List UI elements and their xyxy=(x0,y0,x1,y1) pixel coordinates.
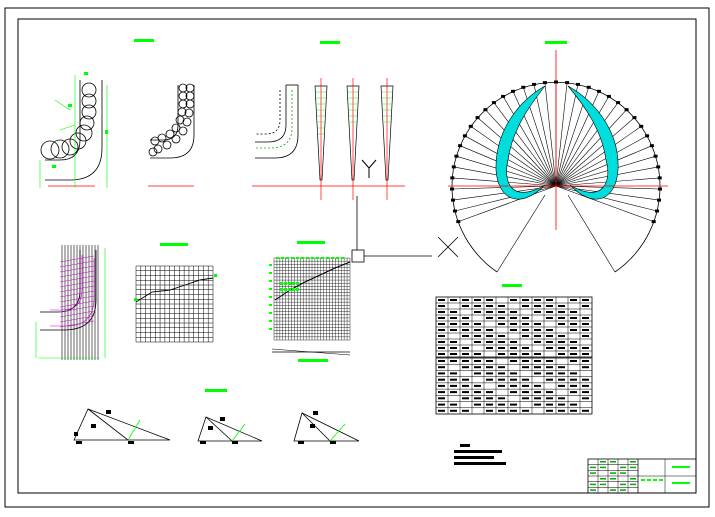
elbow-hatched-view xyxy=(35,245,106,360)
section-title-markers xyxy=(134,39,567,392)
y-tag-symbol xyxy=(361,159,377,178)
inner-border xyxy=(17,18,697,494)
detail-leader xyxy=(351,196,459,263)
elbow-view-2 xyxy=(148,83,195,187)
data-table-lower xyxy=(435,357,593,415)
title-block xyxy=(587,458,697,494)
triangle-markers xyxy=(74,410,336,444)
data-table-upper xyxy=(435,296,593,358)
grid-chart-2 xyxy=(269,257,351,356)
grid-chart-1 xyxy=(134,265,217,343)
taper-segments xyxy=(314,78,394,200)
triangle-views xyxy=(73,408,360,442)
elbow-view-1 xyxy=(39,75,108,188)
fan-development-view xyxy=(448,50,668,273)
fan-right-blade xyxy=(567,85,619,200)
notes-block xyxy=(454,444,506,465)
taper-hatch xyxy=(316,91,392,135)
fan-left-blade xyxy=(495,85,546,200)
magenta-hatch xyxy=(59,255,95,328)
elbow-profile-view xyxy=(252,84,405,187)
outer-border xyxy=(4,7,710,508)
elbow-view-1-dims xyxy=(52,72,108,168)
